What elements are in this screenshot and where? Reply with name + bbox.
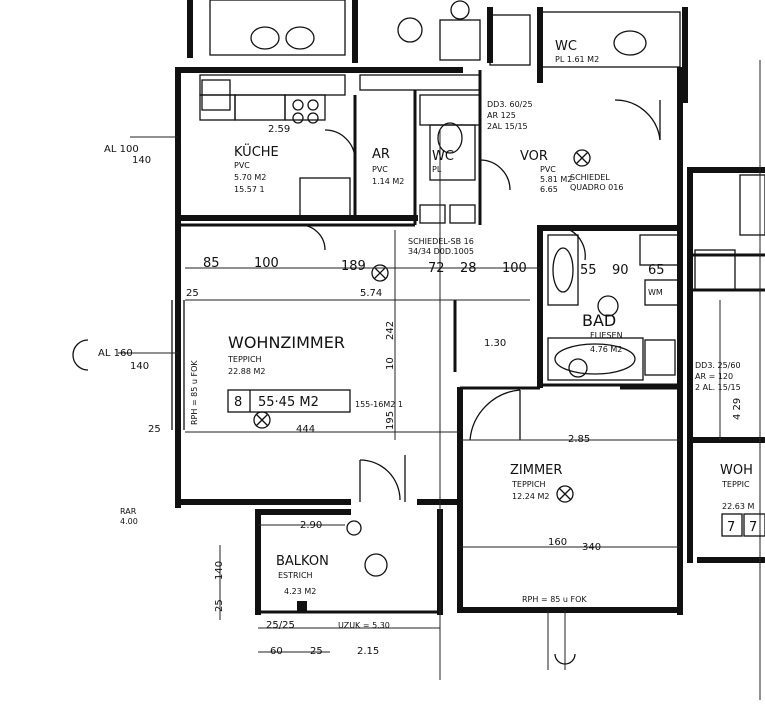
dim-60: 60 bbox=[270, 646, 283, 657]
wohnzimmer-width: 444 bbox=[296, 424, 315, 435]
dim-55: 55 bbox=[580, 263, 597, 278]
dimension-lines bbox=[72, 60, 761, 700]
dim-25d: 25 bbox=[214, 599, 225, 612]
zimmer-dim-w: 340 bbox=[582, 542, 601, 553]
wohn-right-area: 22.63 M bbox=[722, 502, 754, 511]
label-quadro: QUADRO 016 bbox=[570, 183, 623, 192]
balkon-name: BALKON bbox=[276, 554, 329, 569]
dim-242: 242 bbox=[385, 321, 396, 340]
dim-90: 90 bbox=[612, 263, 629, 278]
vor-area: 5.81 M2 bbox=[540, 175, 572, 184]
kueche-dim: 2.59 bbox=[268, 124, 290, 135]
ar-name: AR bbox=[372, 147, 390, 162]
dim-195: 195 bbox=[385, 411, 396, 430]
ar-floor: PVC bbox=[372, 165, 388, 174]
bad-floor: FLIESEN bbox=[590, 331, 623, 340]
door-right-2: AR = 120 bbox=[695, 372, 733, 381]
ceiling-lights bbox=[253, 149, 591, 577]
dim-10: 10 bbox=[385, 357, 396, 370]
dim-25a: 25 bbox=[186, 288, 199, 299]
label-al-100: AL 100 bbox=[104, 144, 139, 155]
dim-85: 85 bbox=[203, 256, 220, 271]
vor-name: VOR bbox=[520, 149, 548, 164]
dim-25c: 25 bbox=[310, 646, 323, 657]
wohnzimmer-floor: TEPPICH bbox=[227, 355, 262, 364]
door-info-3: 2AL 15/15 bbox=[487, 122, 528, 131]
dim-28: 28 bbox=[460, 261, 477, 276]
wohn-right-box: 7 bbox=[727, 520, 735, 535]
door-right-1: DD3. 25/60 bbox=[695, 361, 741, 370]
vor-floor: PVC bbox=[540, 165, 556, 174]
zimmer-dim-h: 160 bbox=[548, 537, 567, 548]
dim-100b: 100 bbox=[502, 261, 527, 276]
kueche-extra: 15.57 1 bbox=[234, 185, 265, 194]
wc-name: WC bbox=[432, 149, 454, 164]
label-wm: WM bbox=[648, 288, 663, 297]
dim-65: 65 bbox=[648, 263, 665, 278]
kueche-area: 5.70 M2 bbox=[234, 173, 266, 182]
label-140: 140 bbox=[132, 155, 151, 166]
wohn-right-name: WOH bbox=[720, 463, 753, 478]
door-info-2: AR 125 bbox=[487, 111, 516, 120]
label-rar2: 4.00 bbox=[120, 517, 138, 526]
bad-area: 4.76 M2 bbox=[590, 345, 622, 354]
door-right-3: 2 AL. 15/15 bbox=[695, 383, 741, 392]
balkon-area: 4.23 M2 bbox=[284, 587, 316, 596]
wc-floor: PL bbox=[432, 165, 442, 174]
area-box-number: 8 bbox=[234, 395, 242, 410]
dim-429: 4 29 bbox=[732, 398, 743, 420]
vor-extra: 6.65 bbox=[540, 185, 558, 194]
dim-215: 2.15 bbox=[357, 646, 379, 657]
wc-top-area: PL 1.61 M2 bbox=[555, 55, 599, 64]
wc-top-name: WC bbox=[555, 39, 577, 54]
dim-574: 5.74 bbox=[360, 288, 382, 299]
area-box bbox=[227, 389, 351, 413]
dim-100: 100 bbox=[254, 256, 279, 271]
label-schiedel2: 34/34 D0D.1005 bbox=[408, 247, 474, 256]
dim-2525: 25/25 bbox=[266, 620, 295, 631]
label-schiedel-vor: SCHIEDEL bbox=[570, 173, 610, 182]
dim-285: 2.85 bbox=[568, 434, 590, 445]
zimmer-floor: TEPPICH bbox=[511, 480, 546, 489]
area-box-note: 155-16M2 1 bbox=[355, 400, 403, 409]
bad-name: BAD bbox=[582, 311, 616, 330]
doors bbox=[299, 99, 661, 502]
dim-130: 1.30 bbox=[484, 338, 506, 349]
dim-72: 72 bbox=[428, 261, 445, 276]
area-box-value: 55·45 M2 bbox=[258, 395, 319, 410]
wohnzimmer-name: WOHNZIMMER bbox=[228, 333, 345, 352]
wohnzimmer-area: 22.88 M2 bbox=[228, 367, 265, 376]
balkon-floor: ESTRICH bbox=[278, 571, 313, 580]
bathroom-fixtures bbox=[209, 0, 765, 381]
dim-140: 140 bbox=[214, 561, 225, 580]
door-info-1: DD3. 60/25 bbox=[487, 100, 533, 109]
zimmer-name: ZIMMER bbox=[510, 463, 562, 478]
label-140b: 140 bbox=[130, 361, 149, 372]
label-uzuk: UZUK = 5.30 bbox=[338, 621, 390, 630]
exterior-walls bbox=[171, 0, 765, 615]
label-al-160: AL 160 bbox=[98, 348, 133, 359]
kueche-floor: PVC bbox=[234, 161, 250, 170]
ar-area: 1.14 M2 bbox=[372, 177, 404, 186]
kueche-name: KÜCHE bbox=[234, 143, 279, 160]
annotations: AL 100 140 AL 160 140 RPH = 85 u FOK RPH… bbox=[98, 100, 743, 657]
dim-189: 189 bbox=[341, 259, 366, 274]
wohn-right-box2: 7 bbox=[749, 520, 757, 535]
room-labels: WOHNZIMMER TEPPICH 22.88 M2 8 55·45 M2 1… bbox=[227, 39, 765, 596]
dim-25b: 25 bbox=[148, 424, 161, 435]
label-rph-left: RPH = 85 u FOK bbox=[190, 360, 199, 425]
label-rph-bottom: RPH = 85 u FOK bbox=[522, 595, 587, 604]
zimmer-area: 12.24 M2 bbox=[512, 492, 549, 501]
label-rar: RAR bbox=[120, 507, 137, 516]
wohn-right-floor: TEPPIC bbox=[721, 480, 750, 489]
label-schiedel: SCHIEDEL-SB 16 bbox=[408, 237, 474, 246]
kitchen-fixtures bbox=[199, 74, 351, 217]
dim-290: 2.90 bbox=[300, 520, 322, 531]
